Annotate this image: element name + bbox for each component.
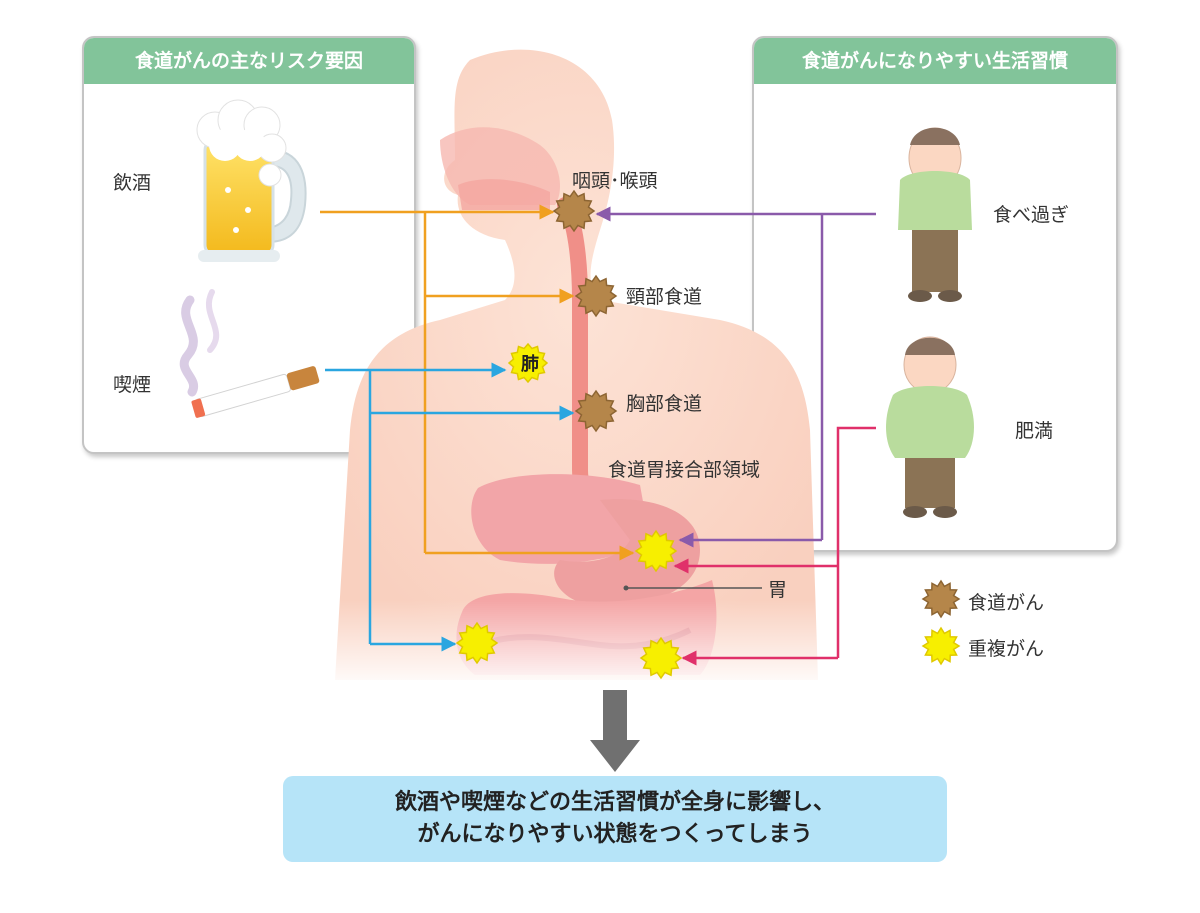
down-arrow-icon [590, 690, 640, 772]
legend-multiple-label: 重複がん [968, 638, 1045, 660]
marker-cervical [574, 274, 618, 318]
alcohol-arrows [320, 204, 635, 561]
cigarette-icon [179, 289, 320, 418]
marker-thoracic [574, 389, 618, 433]
marker-gej [634, 529, 678, 573]
overeating-label: 食べ過ぎ [993, 204, 1070, 226]
stomach-label: 胃 [768, 579, 788, 601]
legend-esophageal-label: 食道がん [968, 592, 1045, 614]
obese-person-icon [886, 336, 974, 518]
pharynx-label: 咽頭･喉頭 [572, 170, 658, 192]
summary-line-2: がんになりやすい状態をつくってしまう [417, 822, 813, 847]
legend-multiple-marker [921, 626, 961, 666]
overeating-person-icon [898, 127, 972, 302]
legend-esophageal-marker [921, 579, 961, 619]
beer-mug-icon [196, 99, 307, 262]
risk-factors-title: 食道がんの主なリスク要因 [84, 38, 414, 84]
smoking-label: 喫煙 [113, 374, 152, 396]
ge-junction-label: 食道胃接合部領域 [608, 459, 761, 481]
marker-lung [507, 342, 549, 384]
alcohol-label: 飲酒 [113, 172, 152, 194]
overeating-arrows [595, 206, 876, 548]
lung-label: 肺 [521, 354, 539, 375]
thoracic-esophagus-label: 胸部食道 [626, 393, 703, 415]
cervical-esophagus-label: 頸部食道 [626, 286, 703, 308]
smoking-arrows [325, 362, 575, 652]
marker-colon [455, 621, 499, 665]
obesity-label: 肥満 [1015, 420, 1054, 442]
obesity-line [836, 426, 876, 658]
lifestyle-title: 食道がんになりやすい生活習慣 [754, 38, 1116, 84]
stomach-pointer [623, 585, 762, 591]
obesity-arrows [673, 426, 876, 666]
marker-pharynx [552, 189, 596, 233]
summary-line-1: 飲酒や喫煙などの生活習慣が全身に影響し、 [394, 790, 835, 815]
marker-intestine [639, 636, 683, 680]
lifestyle-panel: 食道がんになりやすい生活習慣 [752, 36, 1118, 552]
summary-box: 飲酒や喫煙などの生活習慣が全身に影響し、 がんになりやすい状態をつくってしまう [283, 776, 947, 862]
